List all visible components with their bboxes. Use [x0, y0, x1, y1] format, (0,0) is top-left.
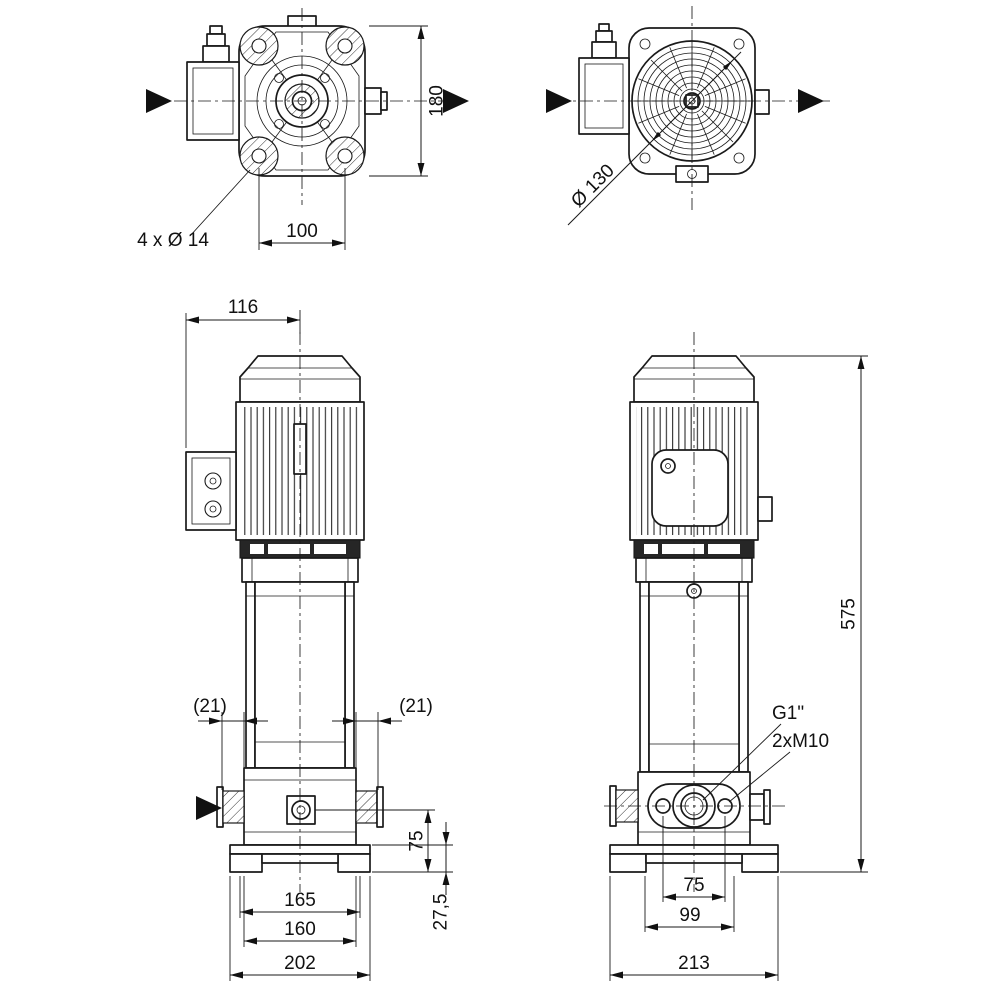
dim-label-165: 165 [284, 890, 316, 911]
label-2xm10: 2xM10 [772, 731, 829, 752]
view-direction-arrow-right-2 [798, 89, 824, 113]
suction-port [222, 790, 245, 824]
dim-label-100: 100 [286, 221, 318, 242]
side-stub [754, 89, 770, 115]
dimension-116: 116 [185, 297, 301, 448]
front-view: 116 (21) (21) 75 [185, 297, 453, 981]
motor-nameplate [651, 449, 729, 527]
terminal-box-front [185, 451, 237, 531]
dim-label-21-left: (21) [193, 696, 227, 717]
side-view: 575 G1" 2xM10 75 99 213 [604, 332, 868, 981]
fan-cover-top-view: Ø 130 [546, 6, 830, 226]
label-g1: G1" [772, 703, 804, 724]
dim-label-160: 160 [284, 919, 316, 940]
view-direction-arrow-left [146, 89, 172, 113]
dim-label-575: 575 [839, 598, 860, 630]
flow-arrow-front [196, 796, 222, 820]
dim-label-99: 99 [679, 905, 700, 926]
dim-label-213: 213 [678, 953, 710, 974]
pump-base-front [229, 844, 371, 873]
dimension-75-front: 75 [315, 809, 453, 873]
view-direction-arrow-left-2 [546, 89, 572, 113]
dimension-160: 160 [243, 876, 357, 947]
dimension-21-right: (21) [332, 696, 433, 790]
dim-label-dia-130: Ø 130 [567, 160, 618, 211]
pump-housing-side [604, 771, 786, 846]
holes-callout: 4 x Ø 14 [137, 169, 251, 251]
motor-top-view: 180 100 4 x Ø 14 [137, 8, 469, 251]
dimension-100: 100 [258, 168, 346, 250]
dimension-99: 99 [644, 876, 735, 932]
dimension-165: 165 [239, 876, 361, 918]
motor-body-side [629, 401, 773, 541]
dim-label-27-5: 27,5 [431, 894, 452, 931]
dimension-213: 213 [609, 876, 779, 981]
dim-label-116: 116 [228, 297, 258, 318]
dim-label-75-side: 75 [683, 875, 704, 896]
dim-label-202: 202 [284, 953, 316, 974]
dimension-27-5: 27,5 [372, 822, 453, 930]
view-direction-arrow-right [443, 89, 469, 113]
dim-label-holes: 4 x Ø 14 [137, 230, 209, 251]
dimension-75-side: 75 [662, 816, 726, 902]
port-callouts: G1" 2xM10 [702, 703, 829, 803]
dimension-202: 202 [229, 876, 371, 981]
terminal-box-top-2 [578, 23, 630, 135]
dimension-21-left: (21) [193, 696, 268, 790]
discharge-port [355, 790, 378, 824]
dimension-575: 575 [740, 355, 868, 873]
dim-label-21-right: (21) [399, 696, 433, 717]
dim-label-75-front: 75 [407, 830, 428, 851]
dimension-180: 180 [369, 25, 448, 177]
dim-label-180: 180 [427, 85, 448, 117]
flange-corner-bosses [239, 26, 365, 176]
terminal-box-top [186, 25, 240, 141]
